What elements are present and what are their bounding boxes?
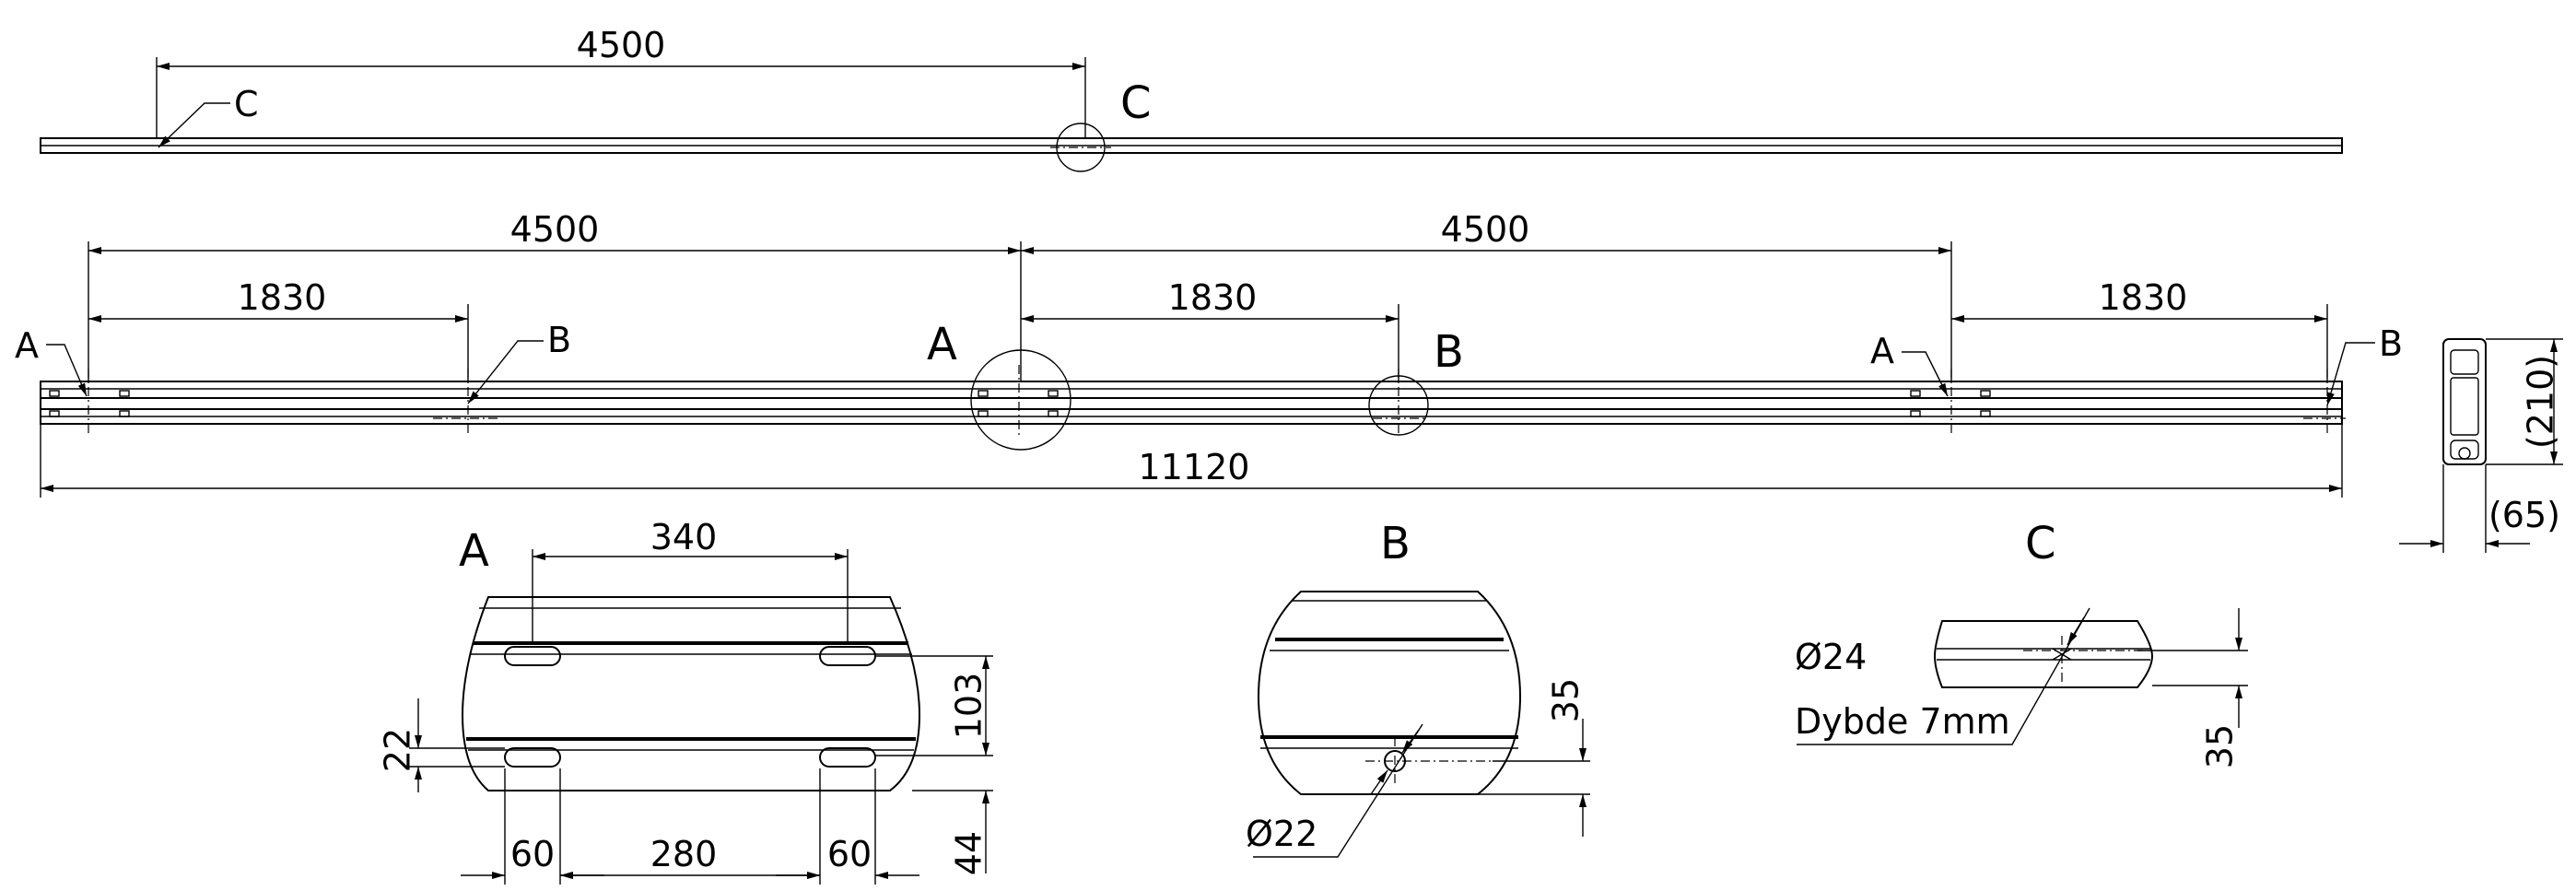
top-beam-view: 4500 C C: [40, 25, 2343, 172]
cross-section-view: (210) (65): [2399, 338, 2563, 553]
detail-b-diameter-text: Ø22: [1246, 814, 1317, 854]
detail-a-dim-280-text: 280: [650, 834, 718, 874]
detail-b-callout-label: B: [1434, 326, 1464, 378]
detail-a-callout-circle: [970, 349, 1071, 451]
section-dim-width-text: (65): [2488, 495, 2560, 535]
detail-a-view: A 340 103 44 22: [378, 517, 993, 885]
detail-a-slot: [819, 747, 876, 768]
main-dim-1830-3-text: 1830: [2099, 277, 2188, 318]
detail-b-callout-circle: [1368, 375, 1429, 436]
main-dim-overall-text: 11120: [1139, 447, 1250, 487]
main-dim-4500-left-text: 4500: [510, 209, 600, 250]
leader-b-right-label: B: [2379, 323, 2403, 364]
detail-c-callout-label: C: [1120, 77, 1152, 129]
detail-a-title: A: [459, 525, 489, 577]
detail-b-title: B: [1380, 518, 1411, 569]
detail-b-dim-35-text: 35: [1546, 678, 1587, 722]
top-leader-c-label: C: [234, 84, 259, 124]
main-dim-1830-1-text: 1830: [238, 277, 327, 318]
detail-b-plate-outline: [1257, 591, 1522, 795]
detail-c-diameter-text: Ø24: [1795, 637, 1867, 677]
section-outline: [2442, 338, 2487, 465]
beam-slots: [49, 390, 1991, 417]
leader-b-left-label: B: [547, 320, 571, 360]
detail-a-slot: [504, 747, 561, 768]
main-beam-view: 4500 4500 1830 1830 1830 11120 A B A B A…: [15, 209, 2403, 498]
detail-a-dim-103-text: 103: [949, 673, 989, 740]
detail-a-callout-label: A: [927, 319, 957, 370]
detail-a-dim-60-right-text: 60: [827, 834, 872, 874]
detail-c-plate-outline: [1933, 620, 2154, 688]
main-dim-4500-right-text: 4500: [1441, 209, 1530, 250]
top-dim-4500-text: 4500: [577, 25, 666, 65]
detail-c-view: C 35 Ø24 Dybde 7mm: [1795, 518, 2248, 768]
detail-b-view: B 35 Ø22: [1246, 518, 1590, 858]
section-dim-height-text: (210): [2521, 355, 2561, 449]
detail-a-dim-22-text: 22: [378, 728, 418, 772]
detail-c-dim-35-text: 35: [2200, 724, 2241, 768]
detail-c-title: C: [2025, 518, 2056, 569]
leader-a-right-label: A: [1870, 331, 1894, 371]
detail-a-slot: [504, 646, 561, 666]
detail-a-slot: [819, 646, 876, 666]
main-dim-1830-2-text: 1830: [1168, 277, 1258, 318]
leader-a-left-label: A: [15, 325, 39, 366]
detail-c-depth-text: Dybde 7mm: [1795, 701, 2010, 742]
detail-a-dim-340-text: 340: [650, 517, 718, 557]
detail-a-dim-60-left-text: 60: [510, 834, 555, 874]
main-beam-outline: [40, 381, 2343, 425]
detail-a-plate-outline: [461, 596, 921, 791]
detail-a-dim-44-text: 44: [949, 831, 989, 875]
